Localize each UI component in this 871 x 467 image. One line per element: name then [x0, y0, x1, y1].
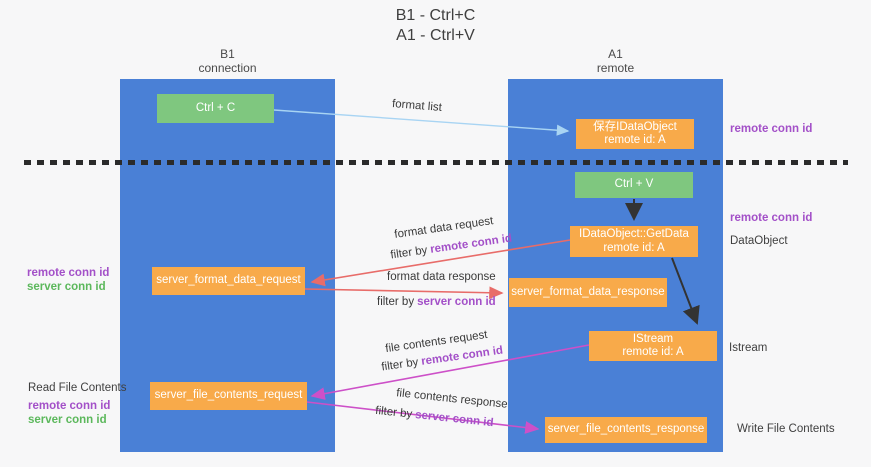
server-format-data-request-box: server_format_data_request [152, 267, 305, 295]
ctrl-c-label: Ctrl + C [195, 101, 236, 114]
format-data-response-label: format data response [387, 271, 496, 283]
ctrl-c-box: Ctrl + C [157, 94, 274, 123]
server-format-data-request-label: server_format_data_request [156, 274, 301, 287]
lane-header-b1: B1 connection [120, 47, 335, 75]
left-server-conn-id-2: server conn id [28, 414, 107, 426]
idataobject-getdata-box: IDataObject::GetData remote id: A [570, 226, 698, 257]
arrow-file-contents-response [306, 401, 540, 434]
ctrl-v-box: Ctrl + V [575, 172, 693, 198]
save-idataobject-box: 保存IDataObject remote id: A [576, 119, 694, 149]
getdata-line1: IDataObject::GetData [579, 228, 689, 240]
right-remote-conn-id-2: remote conn id [730, 212, 813, 224]
left-conn-id-group-2: remote conn id server conn id [28, 399, 110, 427]
lane-a1-title: A1 [608, 47, 623, 61]
save-idataobject-line1: 保存IDataObject [593, 120, 677, 133]
lane-header-a1: A1 remote [508, 47, 723, 75]
istream-line1: IStream [632, 332, 674, 345]
arrow-format-data-response [304, 286, 504, 300]
istream-side-label: Istream [729, 342, 768, 354]
server-conn-id-highlight: server conn id [417, 296, 496, 308]
server-file-contents-request-box: server_file_contents_request [150, 382, 307, 410]
server-file-contents-request-label: server_file_contents_request [154, 389, 303, 402]
lane-b1-subtitle: connection [198, 61, 257, 75]
read-file-contents-label: Read File Contents [28, 382, 127, 394]
right-remote-conn-id-1: remote conn id [730, 123, 813, 135]
arrow-getdata-to-istream [671, 257, 700, 325]
lane-b1-title: B1 [220, 47, 235, 61]
arrow-file-contents-request [310, 344, 590, 400]
server-file-contents-response-box: server_file_contents_response [545, 417, 707, 443]
ctrl-v-label: Ctrl + V [614, 178, 654, 191]
dashed-divider [24, 160, 848, 165]
save-idataobject-line2: remote id: A [604, 134, 666, 146]
dataobject-label: DataObject [730, 235, 788, 247]
arrow-format-list [273, 109, 570, 136]
filter-by-text: filter by [377, 296, 415, 308]
write-file-contents-label: Write File Contents [737, 423, 835, 435]
left-remote-conn-id-2: remote conn id [28, 400, 111, 412]
server-file-contents-response-label: server_file_contents_response [547, 423, 705, 436]
lane-a1-subtitle: remote [596, 61, 635, 75]
title-line-1: B1 - Ctrl+C [395, 7, 476, 24]
diagram-title: B1 - Ctrl+C A1 - Ctrl+V [0, 6, 871, 46]
istream-line2: remote id: A [622, 346, 684, 358]
istream-box: IStream remote id: A [589, 331, 717, 361]
getdata-line2: remote id: A [603, 241, 665, 254]
left-server-conn-id-1: server conn id [27, 281, 106, 293]
arrow-format-data-request [310, 239, 571, 287]
server-format-data-response-box: server_format_data_response [509, 278, 667, 307]
server-format-data-response-label: server_format_data_response [511, 285, 665, 298]
left-conn-id-group-1: remote conn id server conn id [27, 266, 109, 294]
left-remote-conn-id-1: remote conn id [27, 267, 110, 279]
title-line-2: A1 - Ctrl+V [396, 27, 475, 44]
